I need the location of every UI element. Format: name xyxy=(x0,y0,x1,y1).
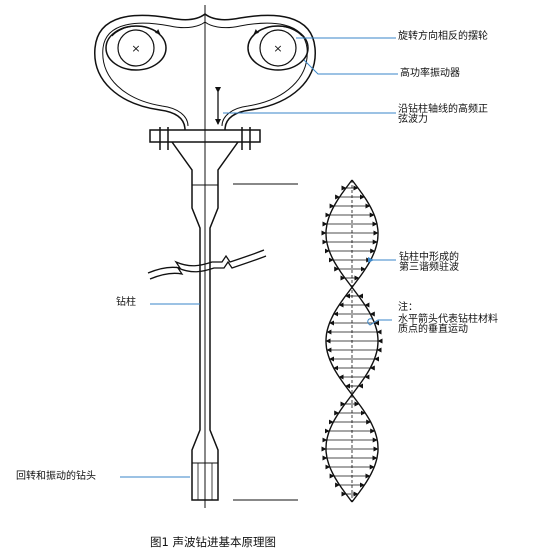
figure-caption: 图1 声波钻进基本原理图 xyxy=(150,535,276,549)
standing-wave xyxy=(321,179,383,503)
break-symbol xyxy=(147,249,267,280)
label-drill-bit: 回转和振动的钻头 xyxy=(16,471,96,482)
label-drill-string: 钻柱 xyxy=(116,297,136,308)
label-axial-force-2: 弦波力 xyxy=(398,114,428,125)
label-third-harmonic-1: 钻柱中形成的 xyxy=(399,252,459,263)
label-third-harmonic-2: 第三谐频驻波 xyxy=(399,262,459,273)
svg-text:×: × xyxy=(131,42,140,55)
label-oscillator: 高功率振动器 xyxy=(400,68,460,79)
svg-text:×: × xyxy=(273,42,282,55)
leader-lines xyxy=(120,37,398,478)
label-eccentric: 旋转方向相反的摆轮 xyxy=(398,31,488,42)
eccentric-wheel-right: × xyxy=(247,25,309,71)
label-axial-force-1: 沿钻柱轴线的高频正 xyxy=(398,104,488,115)
eccentric-wheel-left: × xyxy=(105,25,167,71)
label-note-1: 注： xyxy=(398,302,418,313)
label-note-3: 质点的垂直运动 xyxy=(398,324,468,335)
label-note-2: 水平箭头代表钻柱材料 xyxy=(398,314,498,325)
